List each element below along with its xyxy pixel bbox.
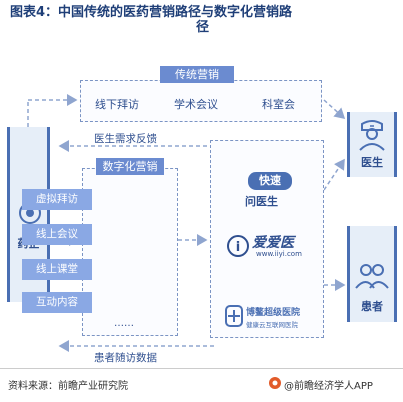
platform-to-doctor-arrow [323, 158, 345, 191]
page-title: 图表4：中国传统的医药营销路径与数字化营销路 径 [10, 5, 395, 35]
kuaisu-logo: 快速 [248, 172, 292, 190]
digital-tag: 数字化营销 [96, 158, 164, 175]
digital-item: 互动内容 [22, 292, 92, 313]
bojian-name: 博鳌超级医院 [246, 308, 301, 318]
footer-divider [0, 368, 403, 369]
traditional-tag: 传统营销 [160, 66, 234, 83]
doctor-icon [359, 120, 385, 151]
title-line1: 图表4：中国传统的医药营销路径与数字化营销路 [10, 5, 293, 20]
bojian-sub: 健康云互联网医院 [246, 321, 298, 329]
patient-label: 患者 [361, 300, 383, 313]
traditional-item: 科室会 [262, 98, 295, 111]
aiaiyi-icon: i [227, 235, 249, 257]
doctor-label: 医生 [361, 156, 383, 169]
traditional-item: 线下拜访 [95, 98, 139, 111]
aiaiyi-name: 爱爱医 [252, 235, 294, 251]
traditional-to-doctor-arrow [323, 99, 346, 120]
kuaisu-subtitle: 问医生 [245, 195, 278, 208]
digital-item: 线上课堂 [22, 259, 92, 280]
svg-text:i: i [236, 240, 240, 255]
patient-icon [355, 264, 389, 289]
traditional-item: 学术会议 [174, 98, 218, 111]
followup-label: 患者随访数据 [94, 352, 157, 364]
brand-logo-icon [269, 377, 281, 389]
feedback-label: 医生需求反馈 [94, 133, 157, 145]
patient-box: 患者 [347, 226, 397, 322]
title-line2: 径 [195, 20, 209, 35]
doctor-box: 医生 [347, 112, 397, 177]
footer-brand: @前瞻经济学人APP [284, 381, 373, 392]
digital-item: 虚拟拜访 [22, 189, 92, 210]
traditional-box [80, 80, 322, 122]
bojian-logo-icon [225, 305, 243, 327]
digital-more: …… [114, 318, 134, 329]
footer-source: 资料来源：前瞻产业研究院 [8, 381, 128, 392]
digital-box [82, 168, 178, 336]
aiaiyi-url: www.iiyi.com [256, 250, 302, 258]
digital-item: 线上会议 [22, 224, 92, 245]
